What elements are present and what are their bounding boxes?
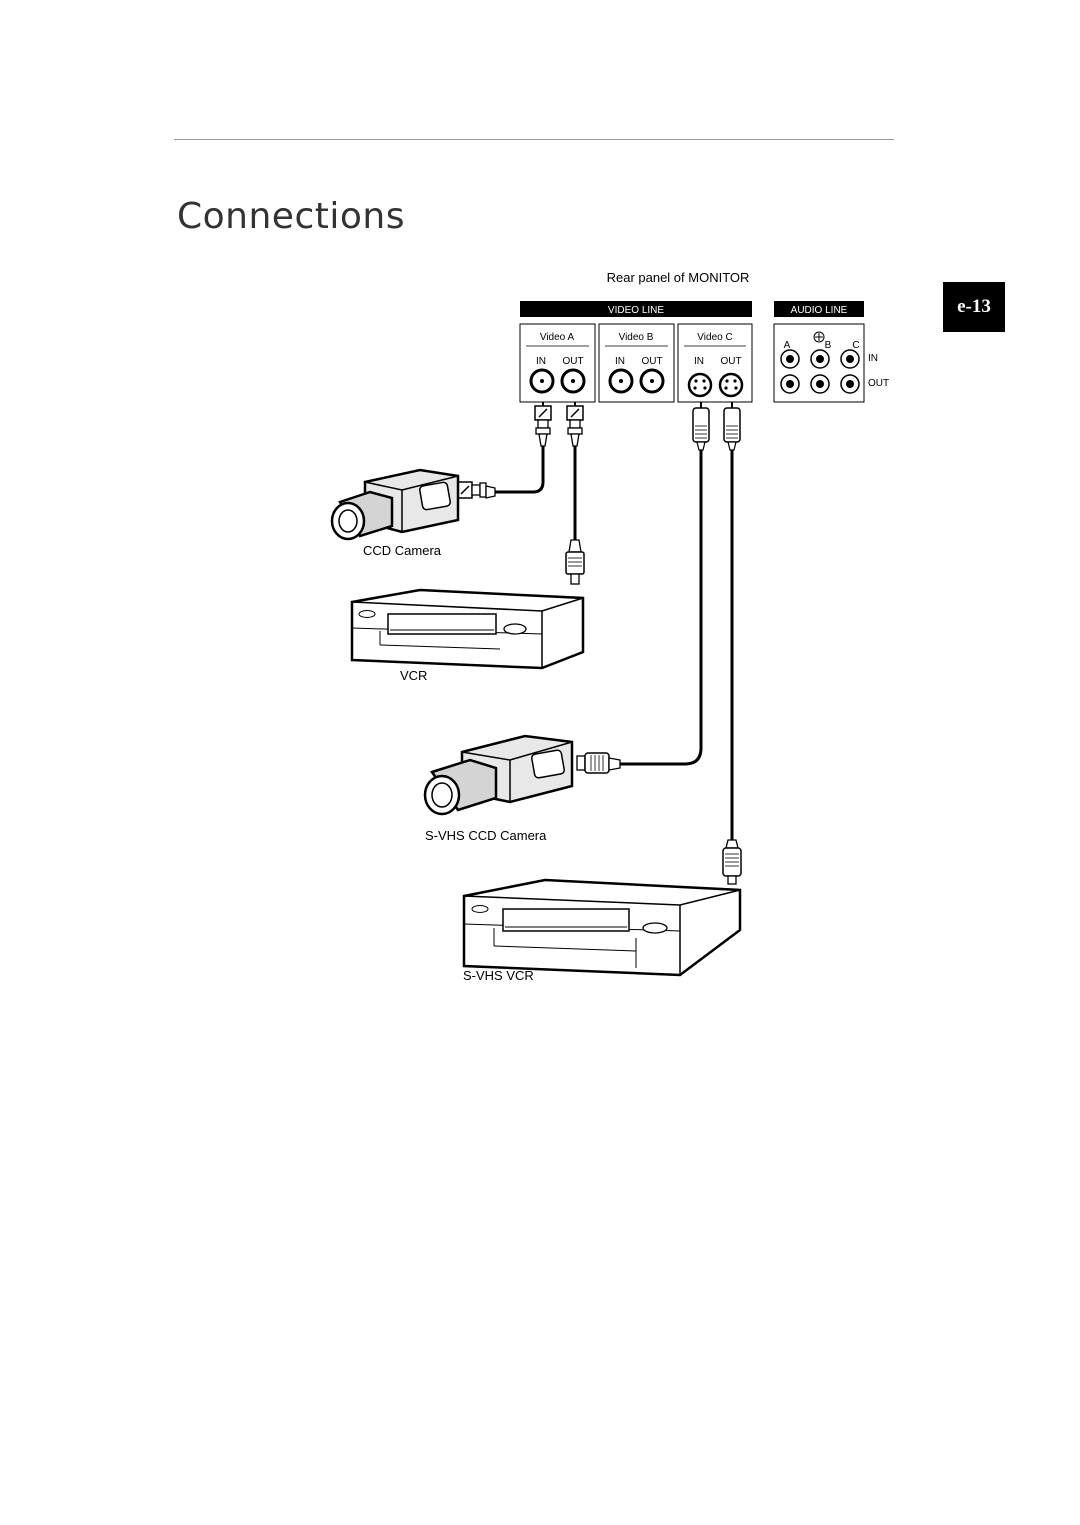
video-c-in-label: IN: [694, 356, 704, 367]
video-a-label: Video A: [540, 332, 575, 343]
video-c-out-svideo-jack: [718, 372, 744, 398]
video-c-out-label: OUT: [720, 356, 741, 367]
video-a-in-label: IN: [536, 356, 546, 367]
svhs-vcr-label: S-VHS VCR: [463, 968, 534, 983]
ground-terminal-icon: [813, 331, 825, 343]
page-number-tab: e-13: [943, 282, 1005, 332]
audio-channel-b-label: B: [825, 340, 832, 351]
audio-panel: A B C: [773, 323, 865, 403]
video-c-in-svideo-jack: [687, 372, 713, 398]
bnc-plug-video-a-out: [566, 402, 584, 447]
audio-line-label: AUDIO LINE: [791, 305, 848, 316]
video-b-panel: Video B IN OUT: [598, 323, 675, 403]
vcr-label: VCR: [400, 668, 427, 683]
audio-line-bar: [774, 301, 864, 317]
audio-channel-a-label: A: [784, 340, 791, 351]
panel-caption: Rear panel of MONITOR: [607, 270, 750, 285]
page-title: Connections: [177, 196, 405, 237]
video-line-bar: [520, 301, 752, 317]
ccd-camera-icon: [330, 468, 460, 541]
audio-out-label: OUT: [868, 378, 889, 389]
video-a-out-label: OUT: [562, 356, 583, 367]
cable-ccd-camera-to-video-a-in: [495, 446, 545, 494]
video-line-label: VIDEO LINE: [608, 305, 664, 316]
svhs-ccd-camera-label: S-VHS CCD Camera: [425, 828, 547, 843]
video-b-label: Video B: [619, 332, 654, 343]
svhs-ccd-camera-icon: [423, 734, 574, 816]
video-b-out-label: OUT: [641, 356, 662, 367]
video-c-label: Video C: [697, 332, 732, 343]
svideo-plug-svhs-vcr: [722, 839, 742, 885]
video-b-in-label: IN: [615, 356, 625, 367]
bnc-plug-video-a-in: [534, 402, 552, 447]
top-rule: [174, 139, 894, 140]
ccd-camera-label: CCD Camera: [363, 543, 442, 558]
audio-in-label: IN: [868, 353, 878, 364]
audio-channel-c-label: C: [852, 340, 859, 351]
video-a-panel: Video A IN OUT: [519, 323, 596, 403]
svideo-plug-video-c-out: [723, 402, 741, 451]
cable-svhs-camera-to-video-c-in: [620, 450, 703, 766]
svideo-plug-video-c-in: [692, 402, 710, 451]
video-c-panel: Video C IN OUT: [677, 323, 753, 403]
bnc-plug-ccd-camera: [457, 481, 496, 499]
vcr-icon: [350, 588, 585, 670]
svhs-vcr-icon: [462, 878, 742, 977]
svideo-plug-svhs-camera: [576, 752, 621, 774]
rca-plug-vcr: [565, 539, 585, 585]
